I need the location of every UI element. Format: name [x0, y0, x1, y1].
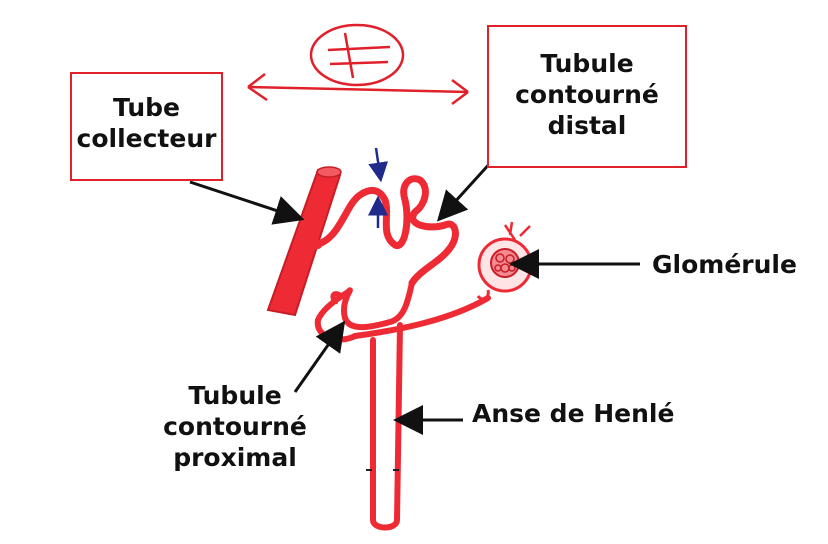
glomerulus [476, 221, 533, 301]
nephron-illustration [266, 166, 533, 531]
label-tubule-distal: Tubule contourné distal [487, 48, 687, 141]
label-tube-collecteur: Tube collecteur [70, 92, 223, 154]
label-line: distal [547, 111, 627, 140]
box-tube-collecteur [70, 72, 223, 181]
label-line: Tube [113, 93, 180, 122]
label-line: proximal [173, 443, 297, 472]
label-tubule-proximal: Tubule contourné proximal [150, 380, 320, 473]
plus-circle-icon [309, 23, 405, 87]
loop-of-henle [370, 322, 403, 531]
distal-tubule [311, 175, 459, 287]
collecting-duct [266, 166, 342, 317]
double-arrow-icon [247, 73, 469, 105]
label-line: contourné [163, 412, 307, 441]
label-line: Tubule [540, 49, 634, 78]
flow-arrows [368, 147, 389, 228]
label-anse-henle: Anse de Henlé [472, 399, 675, 428]
box-tubule-distal [487, 25, 687, 168]
label-line: contourné [515, 80, 659, 109]
label-line: collecteur [76, 124, 217, 153]
label-line: Tubule [188, 381, 282, 410]
label-glomerule: Glomérule [652, 250, 797, 279]
label-pointers [189, 126, 640, 435]
pointer-tube-collecteur [189, 180, 305, 225]
pointer-tubule-proximal [293, 320, 346, 393]
